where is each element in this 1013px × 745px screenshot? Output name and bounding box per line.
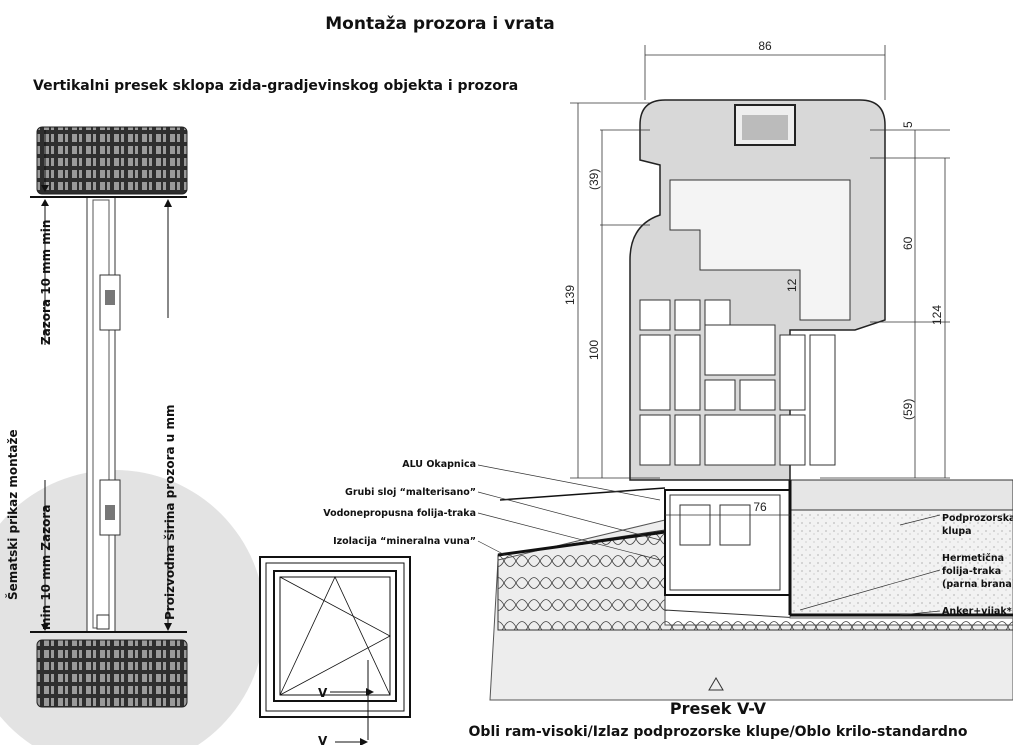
schematic-view: Šematski prikaz montaže Zazora 10 mm min… [0,126,265,745]
dim-12: 12 [785,278,799,292]
label-alu-drip: ALU Okapnica [402,459,476,470]
section-caption-title: Presek V-V [670,699,767,718]
dim-59: (59) [901,399,915,420]
gap-bottom-label: min 10 mm Zazora [39,505,53,630]
dim-39: (39) [587,169,601,190]
dim-100: 100 [587,340,601,360]
section-mark-bottom: V [318,734,328,745]
label-waterproof-tape: Vodonepropusna folija-traka [323,508,476,519]
dim-139: 139 [563,285,577,305]
section-triangle-icon [708,677,724,691]
label-seal-1: Hermetična [942,553,1004,564]
label-seal-3: (parna brana) [942,579,1013,590]
window-frame-section [86,196,116,633]
section-caption-sub: Obli ram-visoki/Izlaz podprozorske klupe… [469,724,968,740]
wall-bottom [36,639,188,708]
section-mark-top: V [318,686,328,700]
label-anchor: Anker+vijak* [942,606,1012,617]
page-subtitle: Vertikalni presek sklopa zida-gradjevins… [33,78,518,94]
dim-76: 76 [753,500,767,514]
width-label: Proizvodna širina prozora u mm [163,404,177,620]
label-sill-2: klupa [942,526,972,537]
cross-section: 86 5 (39) 139 100 12 60 124 (59) 76 ALU … [323,39,1013,740]
dim-5: 5 [901,121,915,128]
label-seal-2: folija-traka [942,566,1001,577]
label-insulation: Izolacija “mineralna vuna” [333,536,476,547]
dim-86: 86 [758,39,772,53]
dim-60: 60 [901,236,915,250]
schematic-label: Šematski prikaz montaže [5,429,20,600]
gap-top-label: Zazora 10 mm min [39,220,53,345]
wall-top [36,126,188,195]
dim-124: 124 [930,305,944,325]
window-elevation: V V [259,556,411,745]
label-sill-1: Podprozorska [942,513,1013,524]
page-title: Montaža prozora i vrata [325,14,554,34]
label-plaster: Grubi sloj “malterisano” [345,487,476,498]
